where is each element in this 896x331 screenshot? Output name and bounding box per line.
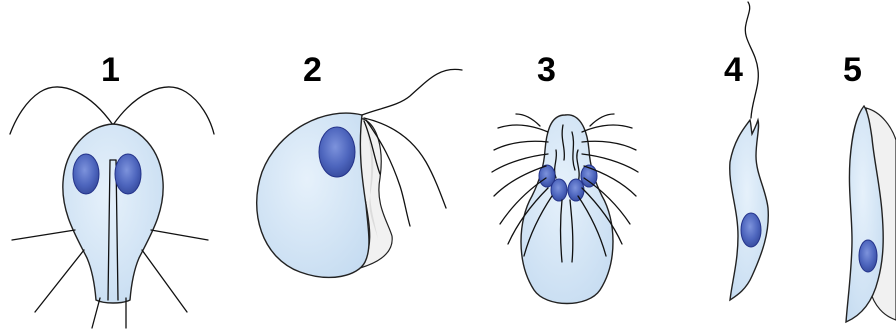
organism-5: 5 xyxy=(843,51,896,322)
organism-1: 1 xyxy=(10,51,214,328)
organism-4-label: 4 xyxy=(724,51,743,89)
flagellate-two-nuclei-icon xyxy=(10,87,214,328)
organism-2: 2 xyxy=(257,51,462,277)
organism-3: 3 xyxy=(492,51,638,304)
organism-2-label: 2 xyxy=(303,51,322,89)
organism-3-label: 3 xyxy=(537,51,556,89)
flagellate-undulating-membrane-icon xyxy=(257,69,462,277)
organism-5-label: 5 xyxy=(843,51,862,89)
multiflagellate-four-nuclei-icon xyxy=(492,114,638,304)
organism-4: 4 xyxy=(724,2,768,300)
organism-1-label: 1 xyxy=(101,51,120,89)
slender-flagellate-icon xyxy=(730,2,769,300)
slender-flagellate-membrane-icon xyxy=(846,106,896,322)
